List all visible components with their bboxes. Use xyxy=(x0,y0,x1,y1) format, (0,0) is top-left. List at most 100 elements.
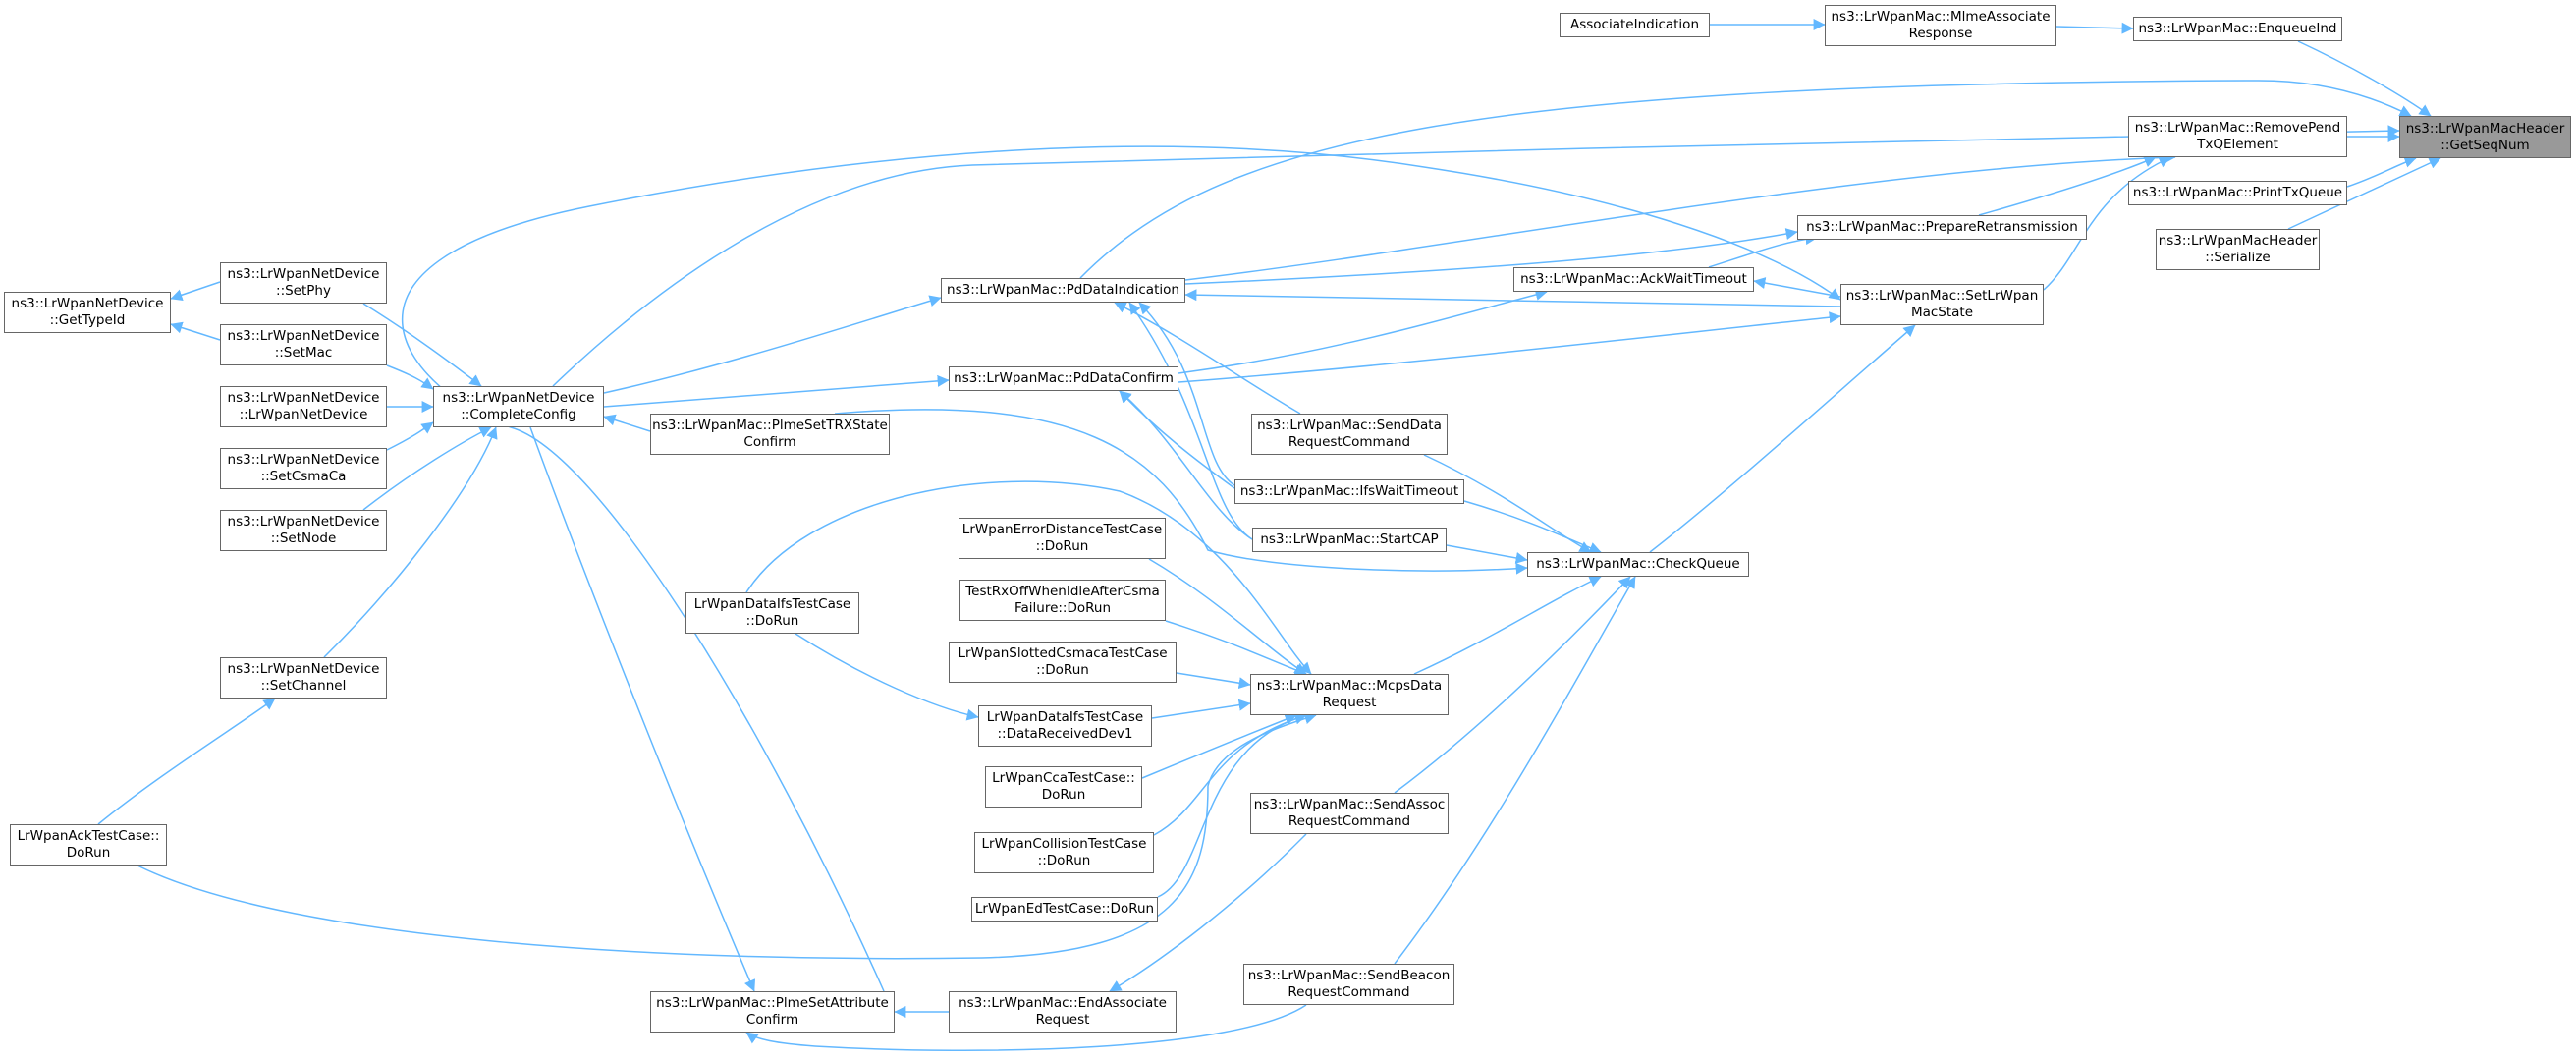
node-setcsmaca[interactable]: ns3::LrWpanNetDevice ::SetCsmaCa xyxy=(220,448,387,489)
node-getseqnum[interactable]: ns3::LrWpanMacHeader ::GetSeqNum xyxy=(2399,116,2571,158)
node-errordistancedorun-line-1: LrWpanErrorDistanceTestCase xyxy=(961,522,1163,537)
edge-pddataconfirm-to-ackwaittimeout xyxy=(1178,289,1548,374)
node-dataifsdorun-line-1: LrWpanDataIfsTestCase xyxy=(693,596,851,612)
node-associateindication-line-1: AssociateIndication xyxy=(1569,17,1700,32)
node-setmac-line-1: ns3::LrWpanNetDevice xyxy=(227,328,380,344)
node-getseqnum-line-1: ns3::LrWpanMacHeader xyxy=(2405,120,2565,137)
node-datareceiveddev1-line-2: ::DataReceivedDev1 xyxy=(997,726,1133,742)
node-sendassocrequestcommand-line-2: RequestCommand xyxy=(1288,813,1411,829)
edge-setphy-to-completeconfig xyxy=(362,303,482,387)
node-completeconfig[interactable]: ns3::LrWpanNetDevice ::CompleteConfig xyxy=(433,386,604,427)
edge-dataifsdorun-to-mcpsdatarequest xyxy=(745,480,1312,675)
node-slottedcsmacadorun-line-1: LrWpanSlottedCsmacaTestCase xyxy=(958,645,1168,661)
node-gettypeid[interactable]: ns3::LrWpanNetDevice ::GetTypeId xyxy=(4,292,171,333)
node-senddatarequestcommand-line-2: RequestCommand xyxy=(1288,434,1411,450)
node-setlrwpanmacstate[interactable]: ns3::LrWpanMac::SetLrWpan MacState xyxy=(1840,284,2044,325)
node-mlmeassociateresponse[interactable]: ns3::LrWpanMac::MlmeAssociate Response xyxy=(1825,5,2056,46)
node-checkqueue-line-1: ns3::LrWpanMac::CheckQueue xyxy=(1536,556,1740,572)
edge-sendassocrequestcommand-to-endassociaterequest xyxy=(1109,833,1307,992)
node-collisiontestdorun-line-1: LrWpanCollisionTestCase xyxy=(981,836,1147,852)
edge-completeconfig-to-plmesetattributeconfirm xyxy=(529,426,756,992)
node-mcpsdatarequest[interactable]: ns3::LrWpanMac::McpsData Request xyxy=(1250,674,1449,715)
edge-printtxqueue-to-getseqnum xyxy=(2346,156,2417,188)
node-serialize-line-1: ns3::LrWpanMacHeader xyxy=(2158,233,2318,249)
edge-setmac-to-completeconfig xyxy=(386,364,434,390)
node-setcsmaca-line-1: ns3::LrWpanNetDevice xyxy=(227,452,380,468)
node-sendbeaconrequestcommand-line-1: ns3::LrWpanMac::SendBeacon xyxy=(1247,968,1451,983)
node-sendassocrequestcommand[interactable]: ns3::LrWpanMac::SendAssoc RequestCommand xyxy=(1250,793,1449,834)
node-prepareretransmission[interactable]: ns3::LrWpanMac::PrepareRetransmission xyxy=(1797,215,2087,240)
edge-datareceiveddev1-to-mcpsdatarequest xyxy=(1151,699,1251,719)
node-senddatarequestcommand-line-1: ns3::LrWpanMac::SendData xyxy=(1257,418,1442,433)
node-rxoffwhenidledorun-line-2: Failure::DoRun xyxy=(1014,600,1112,616)
node-datareceiveddev1[interactable]: LrWpanDataIfsTestCase ::DataReceivedDev1 xyxy=(978,705,1152,747)
node-endassociaterequest[interactable]: ns3::LrWpanMac::EndAssociate Request xyxy=(949,991,1177,1033)
node-collisiontestdorun[interactable]: LrWpanCollisionTestCase ::DoRun xyxy=(974,832,1154,873)
edge-setlrwpanmacstate-to-ackwaittimeout xyxy=(1753,277,1841,298)
node-slottedcsmacadorun-line-2: ::DoRun xyxy=(1036,662,1089,678)
node-setmac[interactable]: ns3::LrWpanNetDevice ::SetMac xyxy=(220,324,387,365)
node-completeconfig-line-1: ns3::LrWpanNetDevice xyxy=(442,390,595,406)
node-plmesetattributeconfirm[interactable]: ns3::LrWpanMac::PlmeSetAttribute Confirm xyxy=(650,991,895,1033)
node-removependtxq-line-2: TxQElement xyxy=(2197,137,2278,152)
node-ackwaittimeout[interactable]: ns3::LrWpanMac::AckWaitTimeout xyxy=(1513,267,1754,292)
edge-ifswaittimeout-to-pddataindication xyxy=(1138,302,1235,486)
edge-mcpsdatarequest-to-checkqueue xyxy=(1413,576,1602,675)
edge-ifswaittimeout-to-pddataconfirm xyxy=(1119,390,1235,489)
node-ccatestdorun[interactable]: LrWpanCcaTestCase:: DoRun xyxy=(985,766,1142,808)
node-sendassocrequestcommand-line-1: ns3::LrWpanMac::SendAssoc xyxy=(1253,797,1446,812)
node-pddataindication-line-1: ns3::LrWpanMac::PdDataIndication xyxy=(947,282,1179,298)
node-edtestdorun[interactable]: LrWpanEdTestCase::DoRun xyxy=(971,897,1158,922)
node-dataifsdorun-line-2: ::DoRun xyxy=(745,613,799,629)
node-setnode-line-2: ::SetNode xyxy=(270,531,337,546)
node-lrwpannetdevice[interactable]: ns3::LrWpanNetDevice ::LrWpanNetDevice xyxy=(220,386,387,427)
node-printtxqueue-line-1: ns3::LrWpanMac::PrintTxQueue xyxy=(2132,185,2343,200)
edge-setchannel-to-completeconfig xyxy=(323,426,498,658)
node-serialize[interactable]: ns3::LrWpanMacHeader ::Serialize xyxy=(2156,229,2320,270)
edge-pddataindication-to-prepareretransmission xyxy=(1184,228,1798,285)
node-pddataindication[interactable]: ns3::LrWpanMac::PdDataIndication xyxy=(941,278,1185,303)
node-plmesetattributeconfirm-line-2: Confirm xyxy=(745,1012,799,1028)
node-removependtxq-line-1: ns3::LrWpanMac::RemovePend xyxy=(2134,120,2341,136)
node-senddatarequestcommand[interactable]: ns3::LrWpanMac::SendData RequestCommand xyxy=(1251,414,1448,455)
edge-ccatestdorun-to-mcpsdatarequest xyxy=(1141,713,1297,779)
node-sendbeaconrequestcommand[interactable]: ns3::LrWpanMac::SendBeacon RequestComman… xyxy=(1243,964,1454,1005)
node-endassociaterequest-line-1: ns3::LrWpanMac::EndAssociate xyxy=(959,995,1167,1011)
node-printtxqueue[interactable]: ns3::LrWpanMac::PrintTxQueue xyxy=(2128,181,2347,205)
edge-startcap-to-pddataindication xyxy=(1128,302,1253,540)
node-lrwpannetdevice-line-2: ::LrWpanNetDevice xyxy=(239,407,368,422)
node-setnode[interactable]: ns3::LrWpanNetDevice ::SetNode xyxy=(220,510,387,551)
node-gettypeid-line-2: ::GetTypeId xyxy=(49,312,126,328)
node-associateindication[interactable]: AssociateIndication xyxy=(1560,13,1710,37)
node-setlrwpanmacstate-line-2: MacState xyxy=(1910,305,1974,320)
node-dataifsdorun[interactable]: LrWpanDataIfsTestCase ::DoRun xyxy=(685,592,859,634)
edge-pddataindication-to-removependtxq xyxy=(1184,151,2176,281)
edge-startcap-to-checkqueue xyxy=(1446,544,1528,564)
node-gettypeid-line-1: ns3::LrWpanNetDevice xyxy=(11,296,164,311)
node-mcpsdatarequest-line-1: ns3::LrWpanMac::McpsData xyxy=(1256,678,1443,694)
node-errordistancedorun[interactable]: LrWpanErrorDistanceTestCase ::DoRun xyxy=(959,518,1166,559)
node-slottedcsmacadorun[interactable]: LrWpanSlottedCsmacaTestCase ::DoRun xyxy=(949,642,1177,683)
edge-setnode-to-completeconfig xyxy=(362,426,492,511)
edge-plmesettrxstateconfirm-to-completeconfig xyxy=(603,414,651,432)
node-plmesettrxstateconfirm[interactable]: ns3::LrWpanMac::PlmeSetTRXState Confirm xyxy=(650,414,890,455)
edge-mlmeassociateresponse-to-enqueueind xyxy=(2055,22,2134,34)
node-acktestdorun[interactable]: LrWpanAckTestCase:: DoRun xyxy=(10,824,167,866)
node-enqueueind[interactable]: ns3::LrWpanMac::EnqueueInd xyxy=(2133,17,2342,41)
edge-slottedcsmacadorun-to-mcpsdatarequest xyxy=(1176,672,1251,690)
node-startcap[interactable]: ns3::LrWpanMac::StartCAP xyxy=(1252,528,1447,552)
node-plmesettrxstateconfirm-line-2: Confirm xyxy=(743,434,796,450)
node-setphy[interactable]: ns3::LrWpanNetDevice ::SetPhy xyxy=(220,262,387,304)
node-pddataconfirm[interactable]: ns3::LrWpanMac::PdDataConfirm xyxy=(949,366,1178,391)
node-completeconfig-line-2: ::CompleteConfig xyxy=(461,407,576,422)
node-checkqueue[interactable]: ns3::LrWpanMac::CheckQueue xyxy=(1527,552,1749,577)
node-ifswaittimeout[interactable]: ns3::LrWpanMac::IfsWaitTimeout xyxy=(1234,479,1464,504)
node-setchannel[interactable]: ns3::LrWpanNetDevice ::SetChannel xyxy=(220,657,387,699)
node-setchannel-line-2: ::SetChannel xyxy=(260,678,347,694)
node-removependtxq[interactable]: ns3::LrWpanMac::RemovePend TxQElement xyxy=(2128,116,2347,157)
edge-completeconfig-to-getseqnum xyxy=(552,125,2400,387)
node-rxoffwhenidledorun[interactable]: TestRxOffWhenIdleAfterCsma Failure::DoRu… xyxy=(959,580,1166,621)
edge-serialize-to-getseqnum xyxy=(2287,157,2441,230)
